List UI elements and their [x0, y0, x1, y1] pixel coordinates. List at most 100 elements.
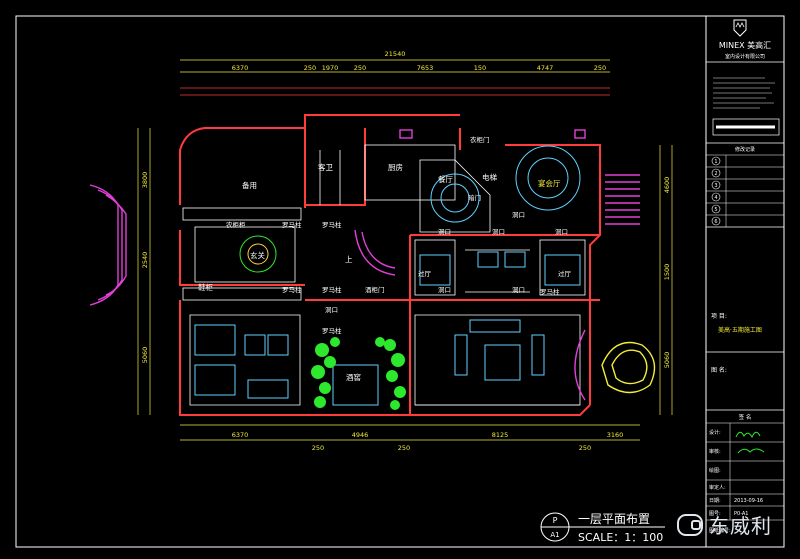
dim-bottom-2: 250	[312, 444, 324, 452]
date-label: 日期:	[709, 498, 721, 504]
revision-mark: 2	[714, 171, 717, 177]
room-label-dining: 餐厅	[438, 175, 453, 184]
room-label-guest-wc: 客卫	[318, 162, 333, 172]
dim-left-3: 5060	[141, 347, 149, 364]
drawing-name-label: 图 名:	[711, 366, 727, 374]
dim-left-chain: 3800 2540 5060	[141, 172, 149, 364]
project-label: 项 目:	[711, 313, 727, 320]
callout-hall: 过厅	[558, 269, 572, 278]
drawing-no-label: 图号:	[709, 511, 721, 517]
revision-mark: 4	[714, 195, 717, 201]
designer-label: 设计:	[709, 429, 721, 436]
plan-callouts: 罗马柱 罗马柱 罗马柱 罗马柱 罗马柱 罗马柱 洞口 洞口 洞口 洞口 洞口 洞…	[226, 135, 572, 335]
callout-opening: 洞口	[325, 305, 338, 314]
dim-bottom-chain: 6370 250 4946 250 8125 250 3160	[232, 431, 624, 452]
revision-header: 修改记录	[735, 146, 755, 153]
dim-top-5: 7653	[417, 64, 434, 72]
dim-top-6: 150	[474, 64, 486, 72]
drawing-title-tag: P A1 一层平面布置 SCALE：1：100	[540, 512, 665, 544]
callout-roman-column: 罗马柱	[322, 220, 342, 229]
callout-cabinet-door: 衣柜门	[470, 135, 490, 144]
callout-wine-door: 酒柜门	[365, 285, 385, 294]
drawing-scale: SCALE：1：100	[578, 531, 663, 544]
dim-bottom-7: 3160	[607, 431, 624, 439]
plan-inner-lines	[182, 144, 586, 406]
project-value: 美高·五期施工图	[718, 326, 762, 334]
drafter-label: 绘图:	[709, 467, 721, 474]
dim-bottom-4: 250	[398, 444, 410, 452]
furniture	[194, 145, 581, 406]
planting	[311, 337, 406, 410]
dim-bottom-5: 8125	[492, 431, 509, 439]
callout-roman-column: 罗马柱	[282, 220, 302, 229]
title-block: MINEX 美高汇 室内设计有限公司 修改记录	[706, 19, 784, 534]
title-badge-top: P	[553, 516, 558, 525]
dim-bottom-1: 6370	[232, 431, 249, 439]
approver-label: 审定人:	[709, 484, 726, 491]
room-label-storage: 备用	[242, 180, 257, 190]
watermark: 东威利	[677, 510, 772, 539]
callout-hidden-door: 暗门	[468, 193, 481, 202]
room-label-foyer: 玄关	[250, 250, 265, 260]
notes-text-lines	[713, 77, 775, 109]
revision-mark: 6	[714, 219, 717, 225]
site-lines	[180, 87, 610, 96]
room-label-wine-cellar: 酒窖	[346, 372, 361, 382]
date-value: 2013-09-16	[734, 498, 763, 504]
callout-cabinet: 农柜柜	[226, 220, 246, 229]
dimension-lines	[137, 59, 673, 441]
callout-opening: 洞口	[438, 285, 451, 294]
room-label-banquet: 宴会厅	[538, 178, 561, 188]
designer-signature-icon	[735, 431, 765, 454]
wechat-icon	[677, 513, 703, 536]
room-label-kitchen: 厨房	[388, 162, 403, 172]
entrance-steps	[89, 129, 640, 401]
logo-subtext: 室内设计有限公司	[725, 53, 765, 60]
callout-opening: 洞口	[512, 285, 525, 294]
company-logo-icon	[733, 19, 747, 37]
callout-opening: 洞口	[512, 210, 525, 219]
dim-top-1: 6370	[232, 64, 249, 72]
feature-booth	[601, 341, 656, 394]
dim-overall: 21540	[385, 50, 406, 58]
dim-left-2: 2540	[141, 252, 149, 269]
revision-mark: 1	[714, 159, 717, 165]
room-label-shoe-cabinet: 鞋柜	[198, 282, 213, 292]
dim-right-3: 5060	[663, 352, 671, 369]
drawing-no-value: P0-A1	[734, 511, 749, 517]
callout-roman-column: 罗马柱	[282, 285, 302, 294]
sheet-border	[15, 15, 785, 548]
dim-top-7: 4747	[537, 64, 554, 72]
revision-mark: 3	[714, 183, 717, 189]
room-label-up: 上	[345, 255, 353, 264]
drawing-title: 一层平面布置	[578, 512, 650, 526]
callout-opening: 洞口	[438, 227, 451, 236]
callout-opening: 洞口	[555, 227, 568, 236]
dim-right-chain: 4600 1500 5060	[663, 177, 671, 369]
dim-top-3: 1970	[322, 64, 339, 72]
dim-right-1: 4600	[663, 177, 671, 194]
dim-left-1: 3800	[141, 172, 149, 189]
dim-top-4: 250	[354, 64, 366, 72]
callout-roman-column: 罗马柱	[322, 285, 342, 294]
dim-top-chain: 6370 250 1970 250 7653 150 4747 250	[232, 64, 606, 72]
plan-walls	[179, 114, 601, 416]
watermark-text: 东威利	[709, 514, 772, 538]
callout-roman-column: 罗马柱	[540, 287, 560, 296]
dim-right-2: 1500	[663, 264, 671, 281]
revision-mark: 5	[714, 207, 717, 213]
sheet-label: 图纸编号:	[709, 527, 731, 534]
logo-text: MINEX 美高汇	[719, 40, 771, 50]
company-stamp-box	[712, 118, 780, 136]
sign-header: 签 名	[739, 413, 752, 421]
callout-hall: 过厅	[418, 269, 432, 278]
callout-opening: 洞口	[492, 227, 505, 236]
dim-bottom-3: 4946	[352, 431, 369, 439]
dim-top-8: 250	[594, 64, 606, 72]
callout-roman-column: 罗马柱	[322, 326, 342, 335]
room-label-lift: 电梯	[482, 172, 497, 182]
dim-bottom-6: 250	[579, 444, 591, 452]
reviewer-label: 审核:	[709, 448, 721, 455]
title-badge-bottom: A1	[550, 531, 559, 539]
